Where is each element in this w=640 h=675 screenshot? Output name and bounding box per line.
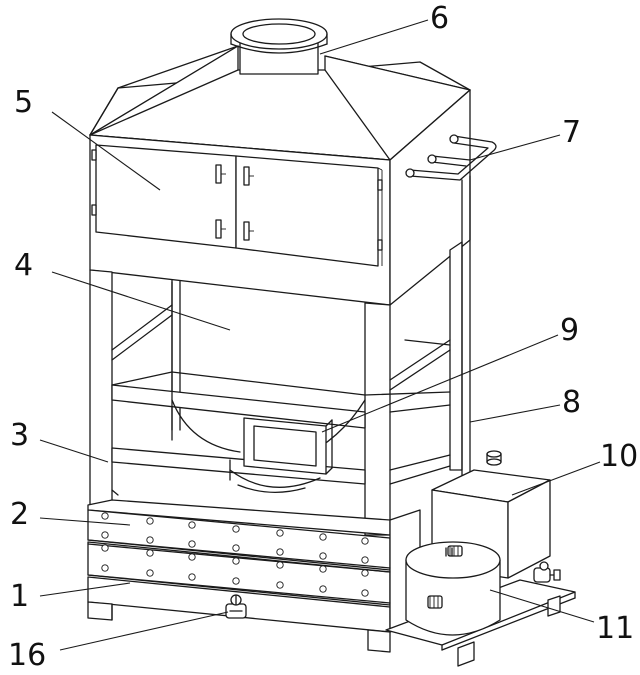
exhaust-port <box>230 18 328 75</box>
leader-10 <box>511 461 601 496</box>
callout-4: 4 <box>14 248 33 283</box>
leader-6 <box>319 19 429 55</box>
leader-lines <box>39 19 601 651</box>
drain-valve <box>225 594 247 619</box>
handle-bar <box>405 134 497 181</box>
hood <box>89 45 471 161</box>
callout-3: 3 <box>10 418 29 453</box>
callout-5: 5 <box>14 85 33 120</box>
callout-1: 1 <box>10 579 29 614</box>
callout-8: 8 <box>562 385 581 420</box>
callout-16: 16 <box>8 638 46 673</box>
leader-9 <box>321 334 559 433</box>
door-cabinet <box>89 89 471 306</box>
leader-2 <box>39 517 131 526</box>
bolt-holes <box>101 512 369 597</box>
viewing-window <box>243 417 333 475</box>
callout-labels: 6 5 7 4 9 8 3 10 2 1 11 16 <box>8 1 638 673</box>
door-right <box>235 155 379 267</box>
leader-4 <box>51 271 231 331</box>
callout-2: 2 <box>10 497 29 532</box>
callout-9: 9 <box>560 313 579 348</box>
leader-1 <box>39 582 131 597</box>
outlet-valve <box>533 561 561 583</box>
door-handle-icon <box>243 221 250 241</box>
door-left <box>95 144 237 249</box>
leader-7 <box>469 134 561 161</box>
leader-16 <box>59 611 229 651</box>
tank-side <box>507 479 551 579</box>
callout-6: 6 <box>430 1 449 36</box>
leader-5 <box>51 111 161 191</box>
cylinder-tank <box>405 541 501 636</box>
drawer-unit <box>87 499 421 653</box>
callout-10: 10 <box>600 439 638 474</box>
leader-3 <box>39 439 109 463</box>
door-handle-icon <box>215 219 222 239</box>
callout-7: 7 <box>562 115 581 150</box>
leader-8 <box>469 404 561 423</box>
leader-11 <box>489 589 595 623</box>
water-tank <box>431 450 551 579</box>
door-handle-icon <box>215 164 222 184</box>
callout-11: 11 <box>596 611 634 646</box>
door-handle-icon <box>243 166 250 186</box>
